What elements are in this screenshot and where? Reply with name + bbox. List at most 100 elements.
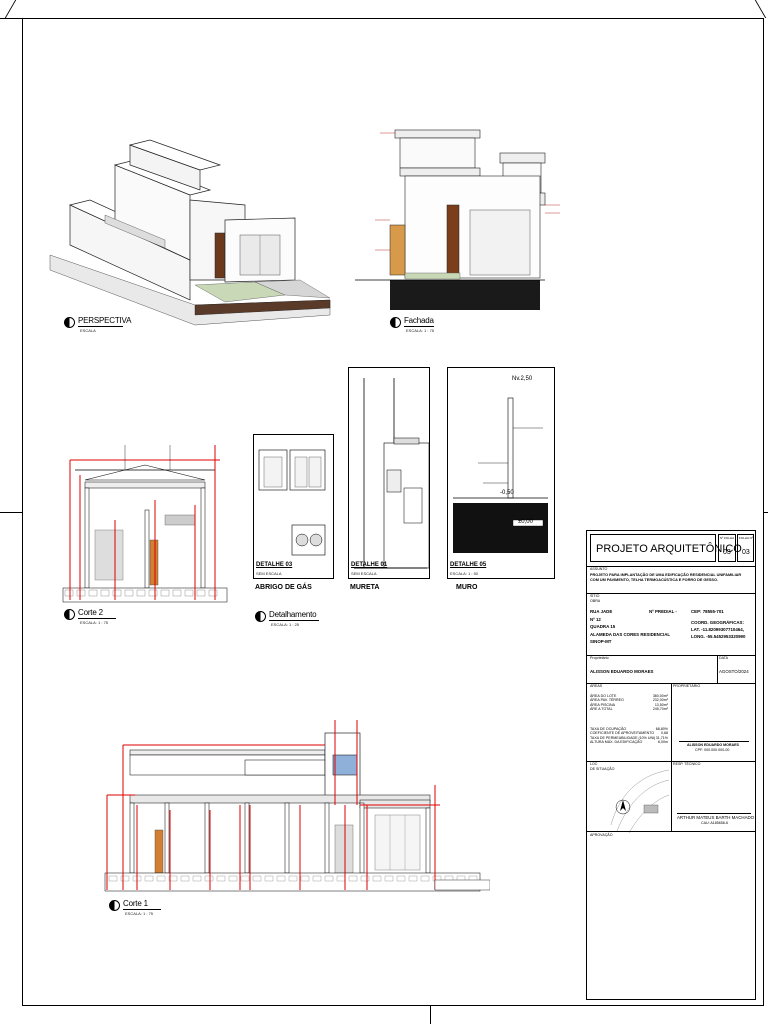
view-scale: ESCALA: 1 : 75 (80, 620, 109, 625)
sheet-border (22, 18, 764, 1006)
title-underline (78, 618, 116, 619)
level-mid: -0,50 (500, 490, 514, 496)
date-label: DATA (719, 656, 729, 660)
approval-label: APROVAÇÃO (590, 833, 613, 837)
view-scale: ESCALA (80, 328, 96, 333)
owner-name: ALISSON EDUARDO MORAES (590, 669, 654, 674)
view-marker-icon (390, 317, 401, 328)
total-label: FOLHA Nº (739, 536, 753, 540)
quadra: QUADRA 15 (590, 624, 616, 629)
rate-row: TAXA DE PERMEABILIDADE (10% UNI)31,71% (590, 735, 668, 740)
title-box: PROJETO ARQUITETÔNICO (590, 534, 742, 562)
detail-tag: DETALHE 03 (256, 562, 293, 568)
view-scale: ESCALA: 1 : 75 (125, 911, 154, 916)
level-top: Nv.2,50 (512, 376, 533, 382)
signature-line (679, 741, 749, 742)
wall-detail (447, 367, 555, 579)
view-title: Corte 1 (123, 899, 148, 908)
view-marker-icon (64, 317, 75, 328)
low-wall-detail (348, 367, 430, 579)
coord-label: COORD. GEOGRÁFICAS: (691, 620, 744, 625)
title-block: PROJETO ARQUITETÔNICO Nº FOLHA 03 FOLHA … (586, 530, 756, 1000)
owner-sign-label: PROPRIETÁRIO (673, 684, 701, 688)
view-marker-icon (109, 900, 120, 911)
divider (587, 593, 755, 594)
crop-mark (430, 1006, 431, 1024)
title-underline (78, 326, 123, 327)
detail-caption: ABRIGO DE GÁS (255, 584, 312, 591)
divider (587, 831, 755, 832)
owner-label: Proprietário (590, 656, 609, 660)
section-2-drawing (55, 440, 235, 605)
detail-caption: MURO (456, 584, 478, 591)
perspective-drawing (45, 130, 335, 330)
divider-v (717, 655, 718, 683)
divider-v (671, 683, 672, 761)
facade-drawing (345, 125, 575, 320)
number: Nº 12 (590, 617, 601, 622)
areas-label: ÁREAS (590, 684, 603, 688)
title-underline (404, 326, 434, 327)
district: ALAMEDA DAS CORES RESIDENCIAL (590, 632, 671, 637)
detail-caption: MURETA (350, 584, 380, 591)
title-underline (269, 620, 319, 621)
view-scale: ESCALA: 1 : 75 (406, 328, 435, 333)
view-marker-icon (255, 611, 266, 622)
sheet-value: 03 (723, 549, 731, 556)
building-number-label: Nº PREDIAL - (649, 609, 677, 614)
date-value: AGOSTO/2024 (719, 669, 749, 674)
total-sheets-box: FOLHA Nº 03 (737, 534, 754, 562)
divider (587, 566, 755, 567)
sheet-number-box: Nº FOLHA 03 (718, 534, 736, 562)
detail-tag-scale: ESCALA: 1 : 50 (450, 571, 479, 576)
crop-mark (754, 0, 767, 18)
crop-mark (0, 512, 22, 513)
resp-name: ARTHUR MATEUS BARTH MACHADO (677, 815, 755, 820)
site-label: SÍTIO (590, 594, 600, 598)
site-location-map (609, 765, 671, 835)
divider-v (671, 761, 672, 831)
divider (587, 655, 755, 656)
title-underline (123, 909, 161, 910)
crop-mark (764, 512, 768, 513)
total-value: 03 (742, 549, 750, 556)
level-base: ±0,00 (518, 519, 533, 525)
owner-sign-doc: CPF: 000.000.000-00 (695, 748, 730, 752)
project-title: PROJETO ARQUITETÔNICO (596, 543, 742, 555)
view-scale: ESCALA: 1 : 25 (271, 622, 300, 627)
gas-shelter-detail (253, 434, 334, 579)
latitude: LAT. -11.82099307710464, (691, 627, 744, 632)
street: RUA JADE (590, 609, 613, 614)
view-title: Corte 2 (78, 608, 103, 617)
crop-mark (0, 18, 22, 19)
detail-tag-scale: SEM ESCALA (256, 571, 282, 576)
view-title: Fachada (404, 316, 434, 325)
subject-text: PROJETO PARA IMPLANTAÇÃO DE UMA EDIFICAÇ… (590, 573, 742, 582)
resp-label: RESP. TÉCNICO (673, 762, 701, 766)
signature-line (677, 813, 751, 814)
city: SINOP-MT (590, 639, 612, 644)
location-label: LOC (590, 762, 598, 766)
detail-tag: DETALHE 05 (450, 562, 487, 568)
section-1-drawing (95, 705, 490, 900)
detail-tag: DETALHE 01 (351, 562, 388, 568)
site-sub: OBRA (590, 599, 601, 603)
cep: CEP: 78555-701 (691, 609, 724, 614)
detail-tag-scale: SEM ESCALA (351, 571, 377, 576)
resp-doc: CAU: A185658-6 (701, 821, 728, 825)
owner-sign-name: ALISSON EDUARDO MORAES (687, 743, 739, 747)
sheet-label: Nº FOLHA (720, 536, 735, 540)
view-title: PERSPECTIVA (78, 316, 132, 325)
view-marker-icon (64, 609, 75, 620)
location-sub: DE SITUAÇÃO (590, 767, 615, 771)
subject-label: ASSUNTO (590, 567, 608, 571)
view-title: Detalhamento (269, 610, 317, 619)
